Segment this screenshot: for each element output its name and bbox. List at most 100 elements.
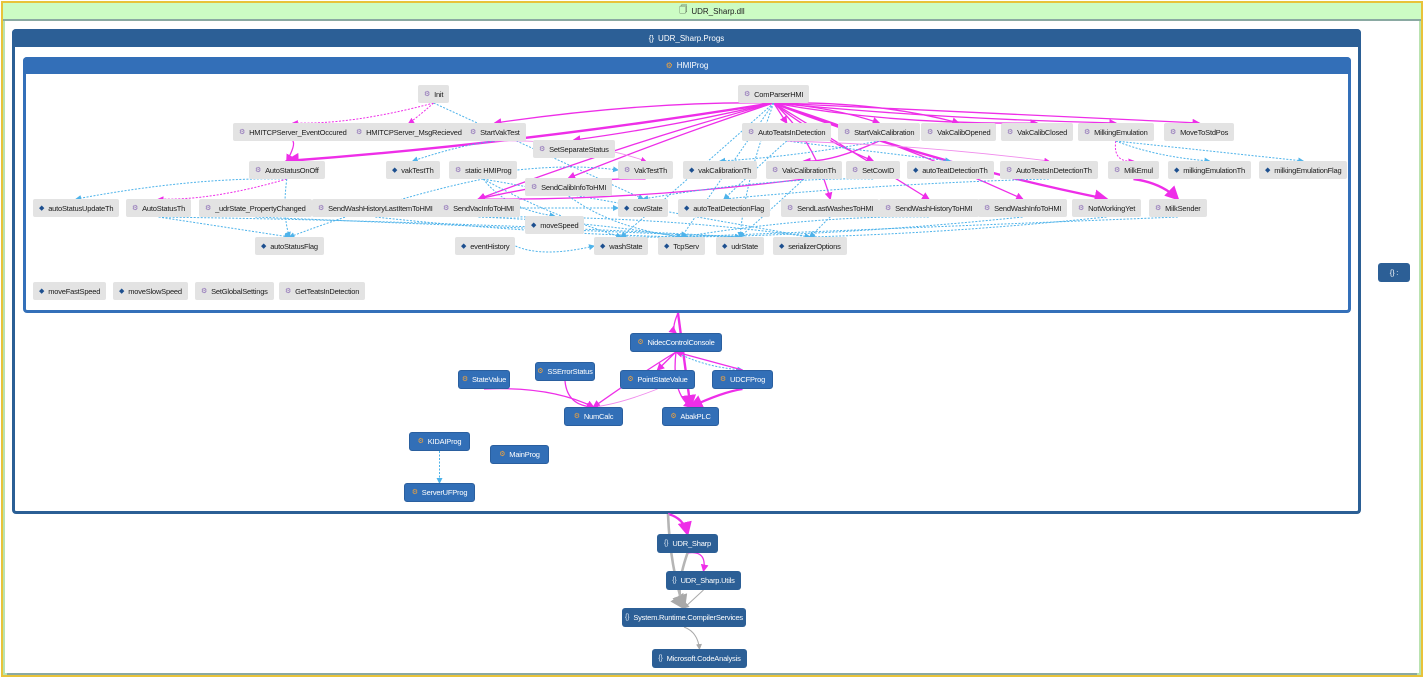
class-header[interactable]: ⚙ HMIProg xyxy=(23,57,1351,74)
class-icon: ⚙ xyxy=(627,376,634,383)
node-SendCalibInfoToHMI[interactable]: ⚙SendCalibInfoToHMI xyxy=(525,178,613,196)
node-AutoStatusOnOff[interactable]: ⚙AutoStatusOnOff xyxy=(249,161,325,179)
node-moveFastSpeed[interactable]: ◆moveFastSpeed xyxy=(33,282,107,300)
node-Microsoft_CodeAnalysis[interactable]: {}Microsoft.CodeAnalysis xyxy=(652,649,747,668)
class-icon: ⚙ xyxy=(461,376,468,383)
node-milkingEmulationFlag[interactable]: ◆milkingEmulationFlag xyxy=(1259,161,1348,179)
class-icon: ⚙ xyxy=(670,413,677,420)
node-AutoTeatsInDetection[interactable]: ⚙AutoTeatsInDetection xyxy=(742,123,832,141)
method-icon: ⚙ xyxy=(470,128,477,136)
namespace-icon: {} xyxy=(648,33,655,43)
method-icon: ⚙ xyxy=(285,287,292,295)
node-SendWashHistoryToHMI[interactable]: ⚙SendWashHistoryToHMI xyxy=(879,199,979,217)
field-icon: ◆ xyxy=(119,287,125,295)
field-icon: ◆ xyxy=(722,242,728,250)
class-icon: ⚙ xyxy=(573,413,580,420)
class-container[interactable]: ⚙ HMIProg xyxy=(23,57,1351,313)
node-TcpServ[interactable]: ◆TcpServ xyxy=(658,237,705,255)
node-MilkSender[interactable]: ⚙MilkSender xyxy=(1149,199,1207,217)
method-icon: ⚙ xyxy=(1155,204,1162,212)
node-udrState[interactable]: ◆udrState xyxy=(716,237,764,255)
method-icon: ⚙ xyxy=(748,128,755,136)
method-icon: ⚙ xyxy=(624,166,631,174)
node-StartVakTest[interactable]: ⚙StartVakTest xyxy=(464,123,526,141)
class-icon: ⚙ xyxy=(719,376,726,383)
node-NidecControlConsole[interactable]: ⚙NidecControlConsole xyxy=(630,333,722,352)
node-MilkEmul[interactable]: ⚙MilkEmul xyxy=(1108,161,1159,179)
node-KIDAIProg[interactable]: ⚙KIDAIProg xyxy=(409,432,470,451)
node-udrState-PropertyChanged[interactable]: ⚙_udrState_PropertyChanged xyxy=(199,199,312,217)
node-MoveToStdPos[interactable]: ⚙MoveToStdPos xyxy=(1164,123,1235,141)
node-washState[interactable]: ◆washState xyxy=(594,237,649,255)
node-global-namespace[interactable]: {} : xyxy=(1378,263,1410,282)
node-moveSlowSpeed[interactable]: ◆moveSlowSpeed xyxy=(113,282,188,300)
node-cowState[interactable]: ◆cowState xyxy=(618,199,669,217)
field-icon: ◆ xyxy=(392,166,398,174)
node-vakTestTh[interactable]: ◆vakTestTh xyxy=(386,161,440,179)
node-serializerOptions[interactable]: ◆serializerOptions xyxy=(773,237,847,255)
method-icon: ⚙ xyxy=(201,287,208,295)
node-AutoStatusTh[interactable]: ⚙AutoStatusTh xyxy=(126,199,192,217)
field-icon: ◆ xyxy=(261,242,267,250)
namespace-header[interactable]: {} UDR_Sharp.Progs xyxy=(12,29,1361,47)
method-icon: ⚙ xyxy=(455,166,462,174)
node-SetGlobalSettings[interactable]: ⚙SetGlobalSettings xyxy=(195,282,274,300)
node-autoTeatDetectionTh[interactable]: ◆autoTeatDetectionTh xyxy=(907,161,994,179)
node-SendWashInfoToHMI[interactable]: ⚙SendWashInfoToHMI xyxy=(978,199,1068,217)
method-icon: ⚙ xyxy=(1078,204,1085,212)
node-VakTestTh[interactable]: ⚙VakTestTh xyxy=(618,161,674,179)
node-UDCFProg[interactable]: ⚙UDCFProg xyxy=(712,370,773,389)
method-icon: ⚙ xyxy=(984,204,991,212)
node-AutoTeatsInDetectionTh[interactable]: ⚙AutoTeatsInDetectionTh xyxy=(1000,161,1098,179)
node-MainProg[interactable]: ⚙MainProg xyxy=(490,445,549,464)
class-icon: ⚙ xyxy=(537,368,544,375)
node-UDR_Sharp[interactable]: {}UDR_Sharp xyxy=(657,534,718,553)
node-ComParserHMI[interactable]: ⚙ComParserHMI xyxy=(738,85,810,103)
node-vakCalibrationTh[interactable]: ◆vakCalibrationTh xyxy=(683,161,758,179)
field-icon: ◆ xyxy=(1174,166,1180,174)
node-SendLastWashesToHMI[interactable]: ⚙SendLastWashesToHMI xyxy=(781,199,880,217)
field-icon: ◆ xyxy=(39,287,45,295)
assembly-icon: 🗍 xyxy=(679,5,688,14)
node-ServerUFProg[interactable]: ⚙ServerUFProg xyxy=(404,483,475,502)
class-icon: ⚙ xyxy=(411,489,418,496)
node-milkingEmulationTh[interactable]: ◆milkingEmulationTh xyxy=(1168,161,1252,179)
node-autoStatusUpdateTh[interactable]: ◆autoStatusUpdateTh xyxy=(33,199,120,217)
node-VakCalibrationTh[interactable]: ⚙VakCalibrationTh xyxy=(766,161,842,179)
node-eventHistory[interactable]: ◆eventHistory xyxy=(455,237,516,255)
assembly-bottom-border xyxy=(7,673,1417,675)
node-moveSpeed[interactable]: ◆moveSpeed xyxy=(525,216,585,234)
node-MilkingEmulation[interactable]: ⚙MilkingEmulation xyxy=(1078,123,1154,141)
field-icon: ◆ xyxy=(461,242,467,250)
method-icon: ⚙ xyxy=(255,166,262,174)
node-NumCalc[interactable]: ⚙NumCalc xyxy=(564,407,623,426)
node-AbakPLC[interactable]: ⚙AbakPLC xyxy=(662,407,719,426)
node-System_Runtime_CompilerServices[interactable]: {}System.Runtime.CompilerServices xyxy=(622,608,746,627)
node-SetSeparateStatus[interactable]: ⚙SetSeparateStatus xyxy=(533,140,615,158)
method-icon: ⚙ xyxy=(356,128,363,136)
method-icon: ⚙ xyxy=(1114,166,1121,174)
node-StateValue[interactable]: ⚙StateValue xyxy=(458,370,510,389)
node-SendVacInfoToHMI[interactable]: ⚙SendVacInfoToHMI xyxy=(437,199,520,217)
node-PointStateValue[interactable]: ⚙PointStateValue xyxy=(620,370,695,389)
node-Init[interactable]: ⚙Init xyxy=(418,85,450,103)
node-SendWashHistoryLastItemToHMI[interactable]: ⚙SendWashHistoryLastItemToHMI xyxy=(312,199,439,217)
node-VakCalibClosed[interactable]: ⚙VakCalibClosed xyxy=(1001,123,1074,141)
method-icon: ⚙ xyxy=(1170,128,1177,136)
assembly-header[interactable]: 🗍 UDR_Sharp.dll xyxy=(3,3,1421,21)
node-UDR_Sharp_Utils[interactable]: {}UDR_Sharp.Utils xyxy=(666,571,741,590)
method-icon: ⚙ xyxy=(443,204,450,212)
method-icon: ⚙ xyxy=(1006,166,1013,174)
node-StartVakCalibration[interactable]: ⚙StartVakCalibration xyxy=(838,123,921,141)
node-VakCalibOpened[interactable]: ⚙VakCalibOpened xyxy=(921,123,997,141)
node-autoTeatDetectionFlag[interactable]: ◆autoTeatDetectionFlag xyxy=(678,199,771,217)
node-HMITCPServer_EventOccured[interactable]: ⚙HMITCPServer_EventOccured xyxy=(233,123,353,141)
node-SetCowID[interactable]: ⚙SetCowID xyxy=(846,161,901,179)
node-static-HMIProg[interactable]: ⚙static HMIProg xyxy=(449,161,518,179)
node-autoStatusFlag[interactable]: ◆autoStatusFlag xyxy=(255,237,324,255)
node-HMITCPServer_MsgRecieved[interactable]: ⚙HMITCPServer_MsgRecieved xyxy=(350,123,468,141)
node-GetTeatsInDetection[interactable]: ⚙GetTeatsInDetection xyxy=(279,282,366,300)
node-NotWorkingYet[interactable]: ⚙NotWorkingYet xyxy=(1072,199,1142,217)
class-icon: ⚙ xyxy=(637,339,644,346)
node-SSErrorStatus[interactable]: ⚙SSErrorStatus xyxy=(535,362,595,381)
